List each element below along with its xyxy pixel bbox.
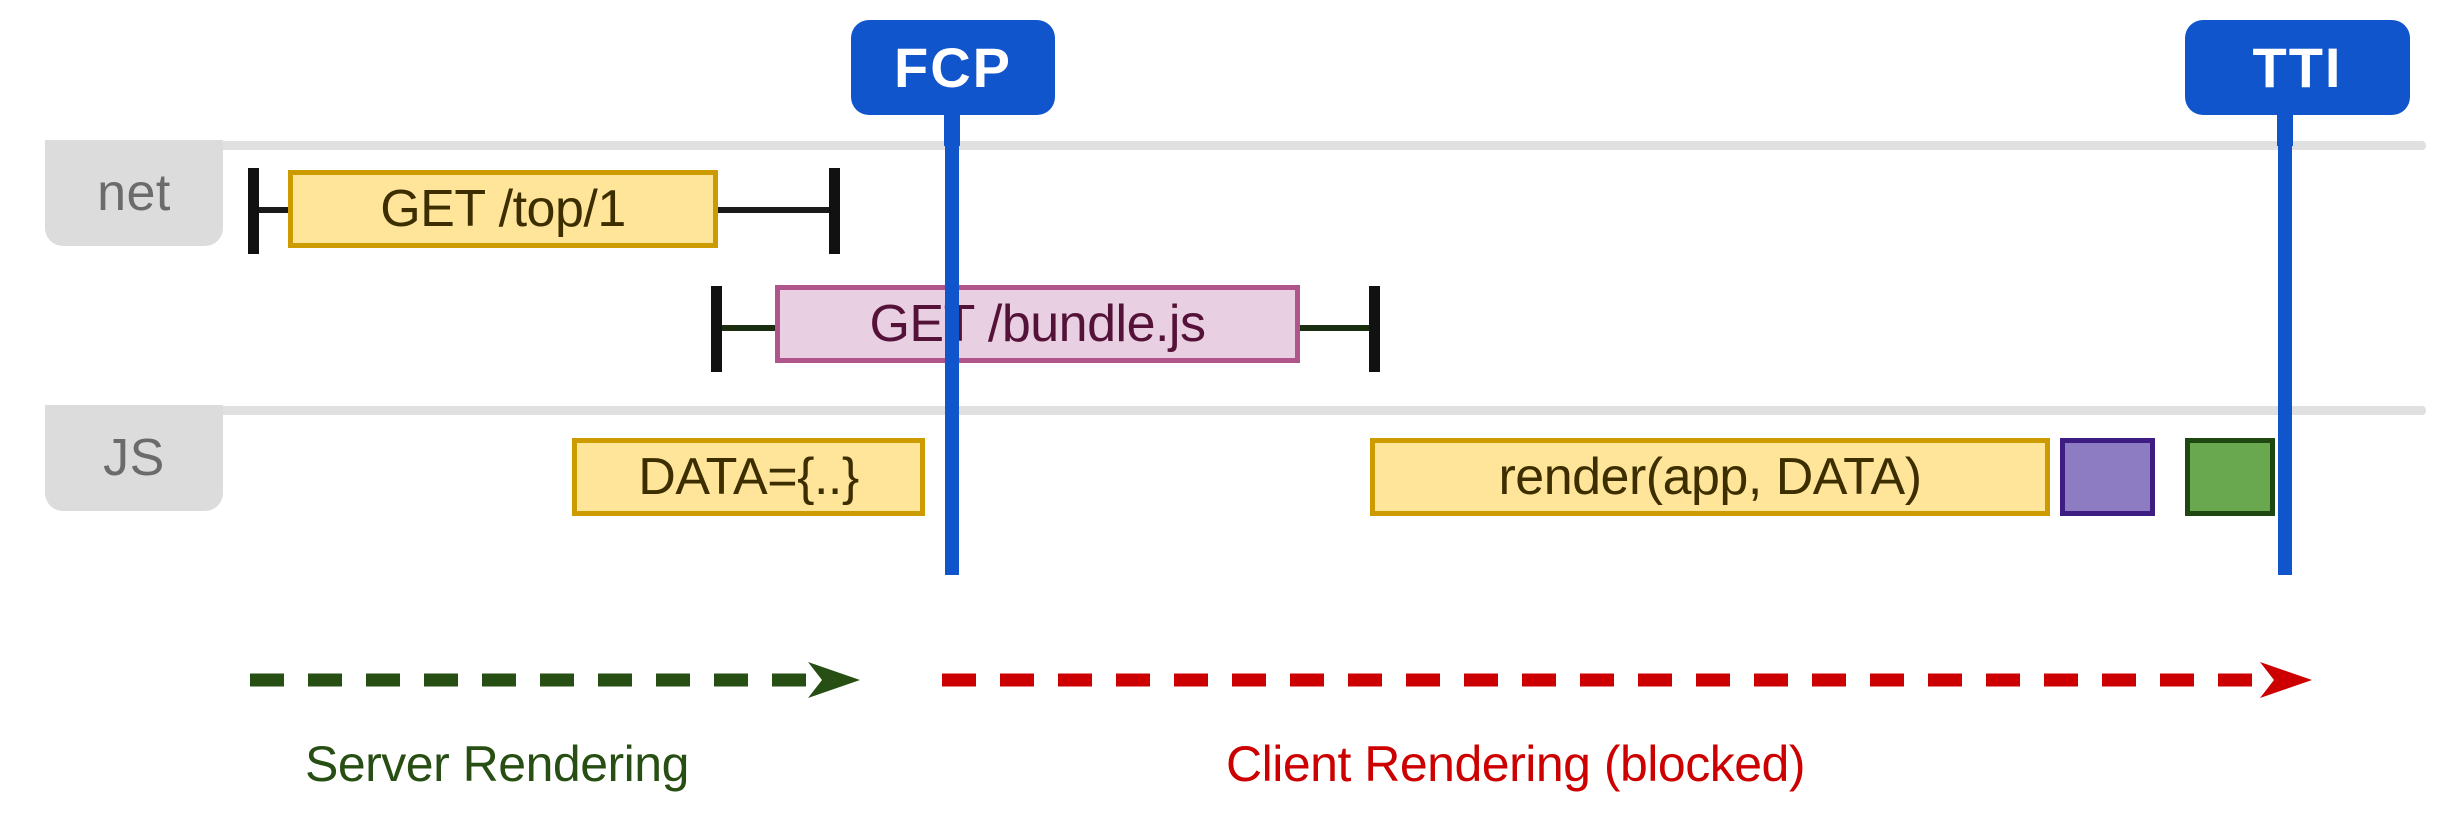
marker-badge-tti[interactable]: TTI [2185, 20, 2410, 115]
marker-badge-tti-label: TTI [2252, 36, 2343, 99]
whisker-cap-right-get-top [829, 168, 840, 254]
annotation-arrow-server-head [808, 662, 860, 698]
marker-line-fcp [945, 136, 959, 575]
annotation-label-client: Client Rendering (blocked) [1226, 735, 1805, 793]
task-box-data[interactable]: DATA={..} [572, 438, 925, 516]
task-box-block-purple[interactable] [2060, 438, 2155, 516]
whisker-cap-right-get-bundle [1369, 286, 1380, 372]
lane-divider-js [58, 406, 2426, 415]
annotation-arrow-client [942, 662, 2312, 698]
annotation-arrow-server [250, 662, 860, 698]
task-box-render[interactable]: render(app, DATA) [1370, 438, 2050, 516]
marker-stem-fcp [944, 112, 960, 146]
marker-badge-fcp[interactable]: FCP [851, 20, 1055, 115]
lane-label-js-text: JS [103, 429, 165, 487]
lane-label-net: net [45, 140, 223, 246]
task-box-get-bundle[interactable]: GET /bundle.js [775, 285, 1300, 363]
task-box-render-label: render(app, DATA) [1498, 448, 1922, 506]
marker-stem-tti [2277, 112, 2293, 146]
lane-label-net-text: net [97, 164, 171, 222]
annotation-label-server-text: Server Rendering [305, 736, 689, 792]
annotation-label-server: Server Rendering [305, 735, 689, 793]
whisker-cap-left-get-top [248, 168, 259, 254]
marker-badge-fcp-label: FCP [894, 36, 1012, 99]
task-box-block-green[interactable] [2185, 438, 2275, 516]
task-box-get-bundle-label: GET /bundle.js [869, 295, 1206, 353]
lane-label-js: JS [45, 405, 223, 511]
whisker-cap-left-get-bundle [711, 286, 722, 372]
lane-divider-net [58, 141, 2426, 150]
marker-line-tti [2278, 136, 2292, 575]
annotation-label-client-text: Client Rendering (blocked) [1226, 736, 1805, 792]
task-box-get-top[interactable]: GET /top/1 [288, 170, 718, 248]
annotation-arrow-client-head [2260, 662, 2312, 698]
task-box-data-label: DATA={..} [638, 448, 859, 506]
task-box-get-top-label: GET /top/1 [380, 180, 626, 238]
